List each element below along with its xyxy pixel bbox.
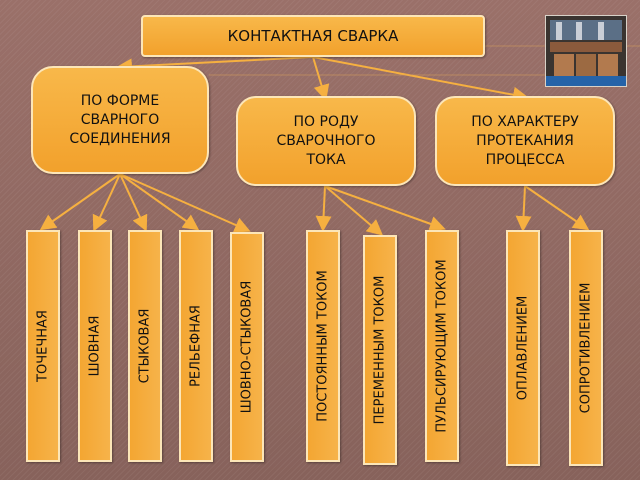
category-process-character: ПО ХАРАКТЕРУ ПРОТЕКАНИЯ ПРОЦЕССА xyxy=(435,96,615,186)
welding-machine-illustration xyxy=(546,16,626,86)
root-label: КОНТАКТНАЯ СВАРКА xyxy=(227,27,399,45)
leaf-flash: ОПЛАВЛЕНИЕМ xyxy=(506,230,540,466)
category-joint-form-label: ПО ФОРМЕ СВАРНОГО СОЕДИНЕНИЯ xyxy=(69,92,171,147)
leaf-seam-butt-label: ШОВНО-СТЫКОВАЯ xyxy=(239,280,255,414)
leaf-seam: ШОВНАЯ xyxy=(78,230,112,462)
leaf-seam-label: ШОВНАЯ xyxy=(87,315,103,377)
connector-process-flash xyxy=(515,185,532,232)
connector-form-spot xyxy=(39,173,121,231)
leaf-alternating-current: ПЕРЕМЕННЫМ ТОКОМ xyxy=(363,235,397,465)
leaf-pulsed-current: ПУЛЬСИРУЮЩИМ ТОКОМ xyxy=(425,230,459,462)
category-joint-form: ПО ФОРМЕ СВАРНОГО СОЕДИНЕНИЯ xyxy=(31,66,209,174)
connector-form-seam-butt xyxy=(119,173,251,233)
leaf-butt-label: СТЫКОВАЯ xyxy=(137,308,153,384)
category-current-type-label: ПО РОДУ СВАРОЧНОГО ТОКА xyxy=(276,113,376,168)
leaf-spot-label: ТОЧЕЧНАЯ xyxy=(35,310,51,382)
leaf-spot: ТОЧЕЧНАЯ xyxy=(26,230,60,462)
root-node: КОНТАКТНАЯ СВАРКА xyxy=(141,15,485,57)
leaf-flash-label: ОПЛАВЛЕНИЕМ xyxy=(515,295,531,401)
leaf-seam-butt: ШОВНО-СТЫКОВАЯ xyxy=(230,232,264,462)
connector-root-form xyxy=(116,56,314,75)
category-process-character-label: ПО ХАРАКТЕРУ ПРОТЕКАНИЯ ПРОЦЕССА xyxy=(471,113,579,168)
leaf-direct-current: ПОСТОЯННЫМ ТОКОМ xyxy=(306,230,340,462)
category-current-type: ПО РОДУ СВАРОЧНОГО ТОКА xyxy=(236,96,416,186)
leaf-butt: СТЫКОВАЯ xyxy=(128,230,162,462)
connector-form-relief xyxy=(119,173,200,231)
connector-root-process xyxy=(312,56,529,103)
connector-form-seam xyxy=(92,173,121,232)
connector-root-current xyxy=(312,56,330,101)
leaf-direct-current-label: ПОСТОЯННЫМ ТОКОМ xyxy=(315,270,331,422)
leaf-pulsed-current-label: ПУЛЬСИРУЮЩИМ ТОКОМ xyxy=(434,259,450,433)
welding-machine-photo xyxy=(545,15,627,87)
connector-current-alternating xyxy=(324,185,384,236)
connector-current-pulsed xyxy=(324,185,446,232)
leaf-relief-label: РЕЛЬЕФНАЯ xyxy=(188,305,204,387)
connector-process-resistance xyxy=(524,185,590,231)
connector-current-direct xyxy=(315,185,332,232)
leaf-resistance: СОПРОТИВЛЕНИЕМ xyxy=(569,230,603,466)
leaf-relief: РЕЛЬЕФНАЯ xyxy=(179,230,213,462)
leaf-resistance-label: СОПРОТИВЛЕНИЕМ xyxy=(578,282,594,414)
connector-form-butt xyxy=(119,173,148,232)
leaf-alternating-current-label: ПЕРЕМЕННЫМ ТОКОМ xyxy=(372,275,388,425)
